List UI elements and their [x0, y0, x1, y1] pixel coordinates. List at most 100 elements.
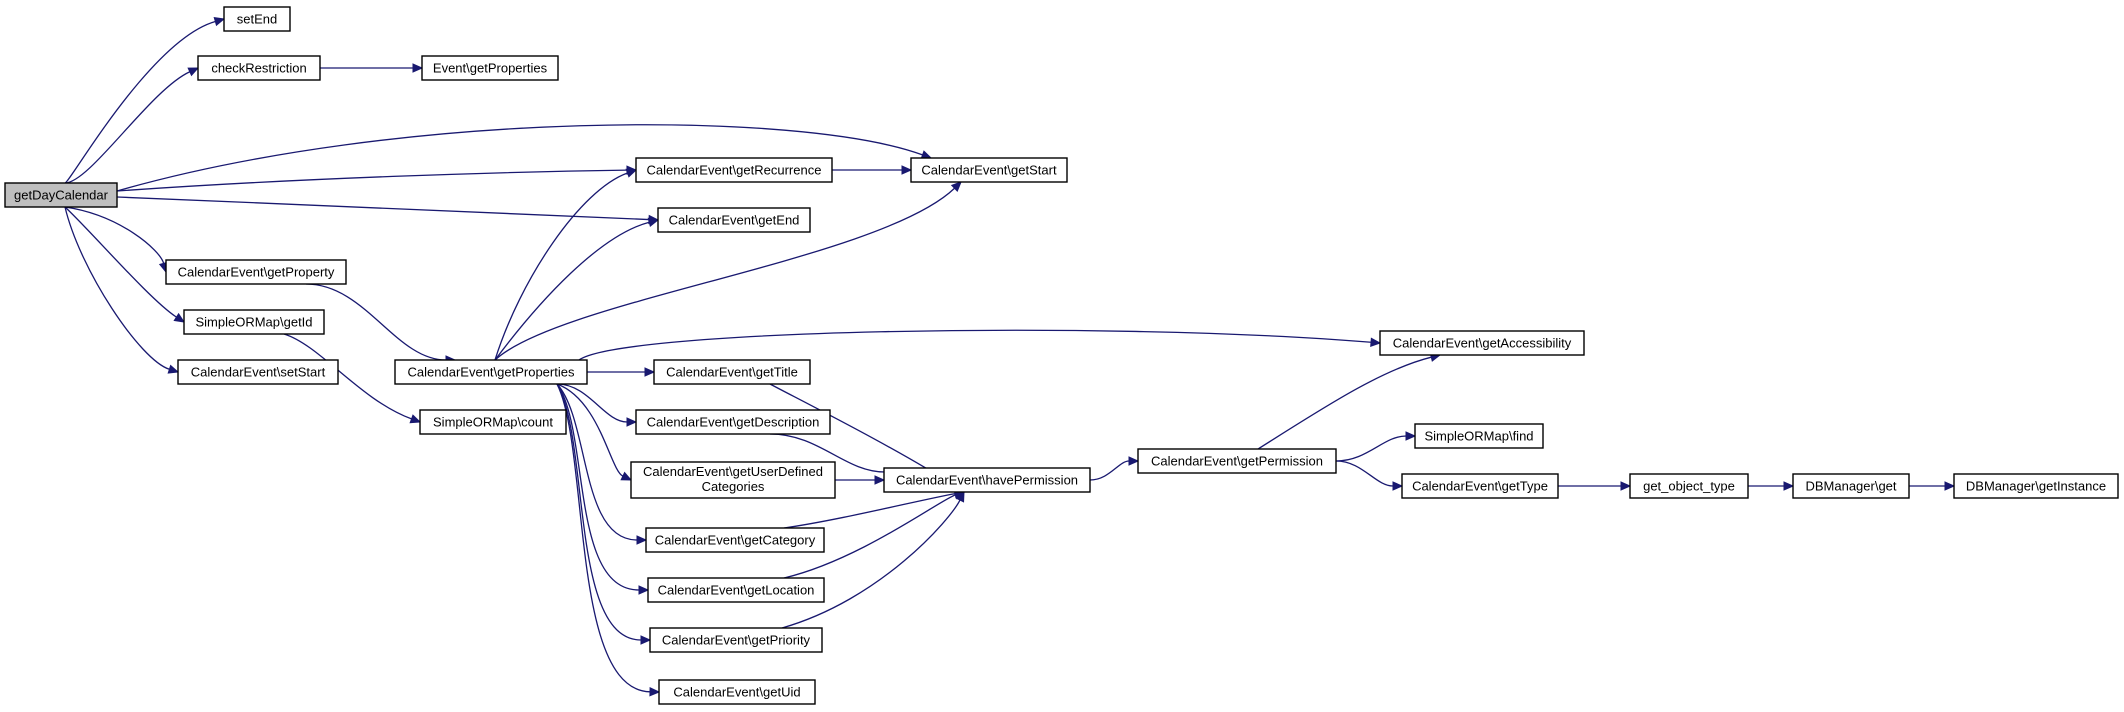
edge-line	[783, 492, 956, 529]
edge-line	[64, 206, 165, 264]
node-getType[interactable]: CalendarEvent\getType	[1401, 473, 1559, 499]
node-label: SimpleORMap\getId	[195, 315, 312, 330]
node-box	[1953, 473, 2119, 499]
node-box	[910, 157, 1068, 183]
node-getProperties[interactable]: CalendarEvent\getProperties	[394, 359, 588, 385]
node-checkRestriction[interactable]: checkRestriction	[197, 55, 321, 81]
edge-getDayCalendar-to-getId	[64, 206, 186, 323]
node-getInstance[interactable]: DBManager\getInstance	[1953, 473, 2119, 499]
node-getCategory[interactable]: CalendarEvent\getCategory	[645, 527, 825, 553]
edge-line	[783, 494, 956, 579]
arrowhead-icon	[1392, 481, 1404, 491]
arrowhead-icon	[626, 417, 638, 427]
node-label-line2: Categories	[702, 479, 765, 494]
node-label: CalendarEvent\getProperties	[408, 365, 575, 380]
edge-getRecurrence-to-getStart	[832, 165, 913, 175]
node-get_object_type[interactable]: get_object_type	[1629, 473, 1749, 499]
node-label: CalendarEvent\getPermission	[1151, 454, 1323, 469]
node-getAccessibility[interactable]: CalendarEvent\getAccessibility	[1379, 330, 1585, 356]
edge-getProperties-to-getLocation	[556, 383, 650, 595]
edge-line	[576, 329, 1372, 363]
edge-getProperties-to-getUid	[556, 383, 661, 697]
node-label: get_object_type	[1643, 479, 1735, 494]
edge-line	[494, 187, 955, 361]
arrowhead-icon	[187, 67, 200, 77]
edge-line	[1089, 460, 1130, 481]
node-getPriority[interactable]: CalendarEvent\getPriority	[649, 627, 823, 653]
node-box	[1137, 448, 1337, 474]
node-getUid[interactable]: CalendarEvent\getUid	[658, 679, 816, 705]
node-label: CalendarEvent\getUserDefined	[643, 464, 823, 479]
node-getRecurrence[interactable]: CalendarEvent\getRecurrence	[635, 157, 833, 183]
node-getPermission[interactable]: CalendarEvent\getPermission	[1137, 448, 1337, 474]
edge-getProperties-to-getAccessibility	[576, 329, 1382, 363]
node-box	[1629, 473, 1749, 499]
node-box	[419, 409, 567, 435]
node-box	[647, 577, 825, 603]
node-box	[635, 409, 831, 435]
node-label: CalendarEvent\getRecurrence	[647, 163, 822, 178]
node-label: CalendarEvent\getStart	[921, 163, 1057, 178]
edges-layer	[64, 17, 1956, 697]
arrowhead-icon	[1405, 431, 1417, 441]
node-getStart[interactable]: CalendarEvent\getStart	[910, 157, 1068, 183]
edge-line	[494, 172, 628, 361]
edge-dbGet-to-getInstance	[1909, 481, 1956, 491]
arrowhead-icon	[644, 367, 656, 377]
edge-line	[556, 383, 651, 693]
node-label: Event\getProperties	[433, 61, 548, 76]
node-getLocation[interactable]: CalendarEvent\getLocation	[647, 577, 825, 603]
node-getDayCalendar[interactable]: getDayCalendar	[4, 182, 118, 208]
node-label: CalendarEvent\getPriority	[662, 633, 811, 648]
edge-line	[116, 196, 650, 221]
node-box	[4, 182, 118, 208]
arrowhead-icon	[901, 165, 913, 175]
node-label: CalendarEvent\getProperty	[178, 265, 335, 280]
edge-getId-to-count	[283, 333, 422, 424]
node-getEnd[interactable]: CalendarEvent\getEnd	[657, 207, 811, 233]
node-setStart[interactable]: CalendarEvent\setStart	[177, 359, 339, 385]
node-label: CalendarEvent\getDescription	[647, 415, 820, 430]
edge-getPriority-to-havePermission	[781, 490, 965, 629]
node-getId[interactable]: SimpleORMap\getId	[183, 309, 325, 335]
node-box	[165, 259, 347, 285]
edge-line	[283, 333, 412, 420]
node-label: CalendarEvent\getEnd	[669, 213, 800, 228]
node-label: CalendarEvent\getUid	[673, 685, 800, 700]
node-box	[197, 55, 321, 81]
node-label: CalendarEvent\getCategory	[655, 533, 816, 548]
node-box	[421, 55, 559, 81]
edge-getDayCalendar-to-getRecurrence	[116, 165, 638, 192]
node-find[interactable]: SimpleORMap\find	[1414, 423, 1544, 449]
edge-line	[116, 124, 923, 192]
edge-line	[1335, 435, 1407, 462]
edge-line	[116, 169, 628, 192]
node-getTitle[interactable]: CalendarEvent\getTitle	[653, 359, 811, 385]
edge-line	[64, 71, 191, 184]
arrowhead-icon	[173, 312, 186, 323]
node-dbGet[interactable]: DBManager\get	[1792, 473, 1910, 499]
node-box	[1792, 473, 1910, 499]
edge-line	[556, 383, 638, 541]
edge-getProperties-to-getEnd	[494, 217, 660, 361]
node-setEnd[interactable]: setEnd	[223, 6, 291, 32]
node-havePermission[interactable]: CalendarEvent\havePermission	[883, 467, 1091, 493]
node-label: CalendarEvent\getAccessibility	[1393, 336, 1572, 351]
arrowhead-icon	[1128, 456, 1140, 466]
edge-get_object_type-to-dbGet	[1748, 481, 1795, 491]
arrowhead-icon	[409, 414, 422, 424]
edge-line	[556, 383, 640, 591]
node-getDescription[interactable]: CalendarEvent\getDescription	[635, 409, 831, 435]
arrowhead-icon	[213, 17, 226, 27]
node-getProperty[interactable]: CalendarEvent\getProperty	[165, 259, 347, 285]
node-label: DBManager\get	[1805, 479, 1896, 494]
node-eventGetProperties[interactable]: Event\getProperties	[421, 55, 559, 81]
edge-getType-to-get_object_type	[1558, 481, 1632, 491]
edge-getPermission-to-find	[1335, 431, 1417, 462]
node-box	[645, 527, 825, 553]
node-count[interactable]: SimpleORMap\count	[419, 409, 567, 435]
arrowhead-icon	[647, 217, 660, 227]
arrowhead-icon	[950, 181, 962, 193]
arrowhead-icon	[1783, 481, 1795, 491]
